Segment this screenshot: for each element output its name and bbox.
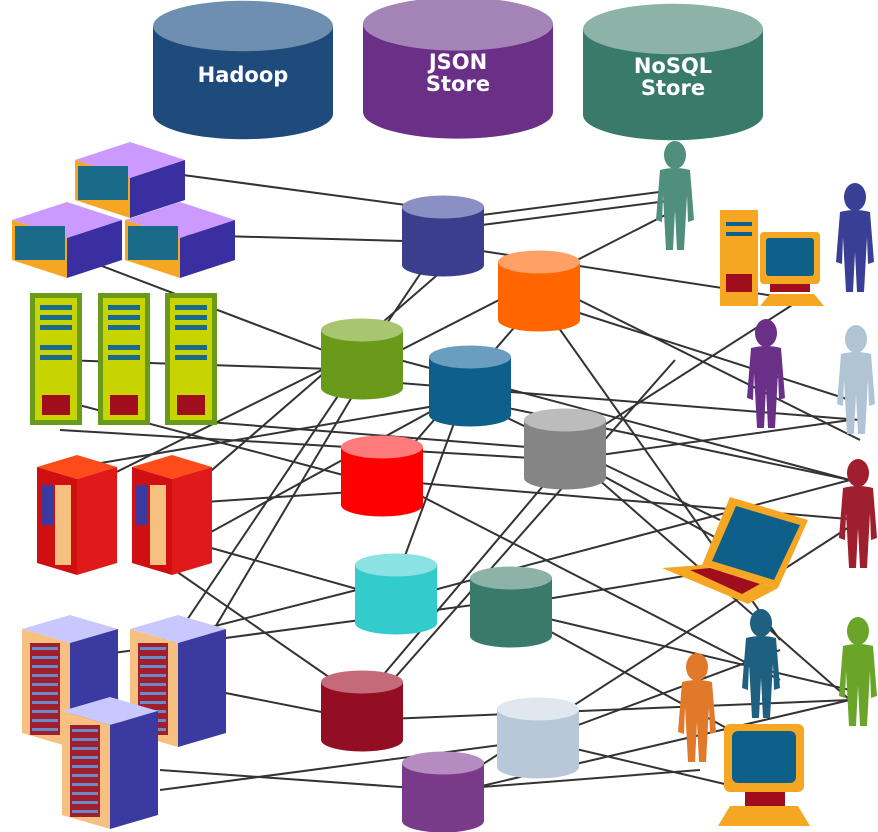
- person-green-user-icon: [839, 617, 877, 726]
- connector-line: [182, 174, 444, 211]
- connector-line: [159, 769, 444, 791]
- tower-server-icon: [165, 293, 217, 425]
- red-server-icon: [132, 455, 212, 575]
- databases-group: [321, 195, 606, 832]
- connector-line: [361, 459, 566, 701]
- connector-line: [442, 699, 851, 796]
- nosql-store-label: Store: [641, 76, 705, 100]
- connector-line: [442, 769, 701, 791]
- rack-server-icon: [62, 697, 158, 829]
- blade-server-icon: [125, 202, 235, 278]
- db-purple-cylinder: [402, 751, 484, 832]
- connector-line: [59, 429, 566, 461]
- hadoop-store-label: Hadoop: [198, 63, 289, 87]
- db-red-cylinder: [341, 435, 423, 517]
- laptop-icon: [662, 497, 808, 604]
- json-store-label: Store: [426, 72, 490, 96]
- red-server-icon: [37, 455, 117, 575]
- hadoop-store: Hadoop: [153, 0, 333, 140]
- db-gray-cylinder: [524, 408, 606, 490]
- db-orange-cylinder: [498, 250, 580, 332]
- connector-line: [564, 419, 851, 461]
- person-maroon-user-icon: [839, 459, 877, 568]
- db-navy-cylinder: [402, 195, 484, 277]
- nosql-store-label: NoSQL: [634, 54, 712, 78]
- json-store-label: JSON: [427, 50, 487, 74]
- connector-line: [538, 299, 851, 401]
- monitor-icon: [718, 724, 810, 826]
- connector-line: [381, 475, 781, 681]
- tower-server-icon: [98, 293, 150, 425]
- db-blue-cylinder: [429, 345, 511, 427]
- db-silver-cylinder: [497, 697, 579, 779]
- connector-line: [510, 609, 851, 691]
- person-orange-user-icon: [678, 653, 716, 762]
- person-teal-user-icon: [656, 141, 694, 250]
- person-navy-user-icon: [836, 183, 874, 292]
- person-blue-user-icon: [742, 609, 780, 718]
- db-teal-cylinder: [470, 566, 552, 648]
- db-olive-cylinder: [321, 318, 403, 400]
- blade-server-icon: [75, 142, 185, 218]
- db-cyan-cylinder: [354, 553, 437, 635]
- desktop-pc-icon: [720, 210, 824, 306]
- connector-line: [361, 359, 676, 716]
- devices-group: [12, 142, 824, 829]
- tower-server-icon: [30, 293, 82, 425]
- connector-line: [538, 279, 861, 441]
- blade-server-icon: [12, 202, 122, 278]
- db-maroon-cylinder: [321, 670, 403, 752]
- connector-line: [159, 239, 444, 661]
- connector-line: [182, 419, 566, 451]
- connector-line: [59, 399, 471, 471]
- connector-line: [159, 739, 539, 791]
